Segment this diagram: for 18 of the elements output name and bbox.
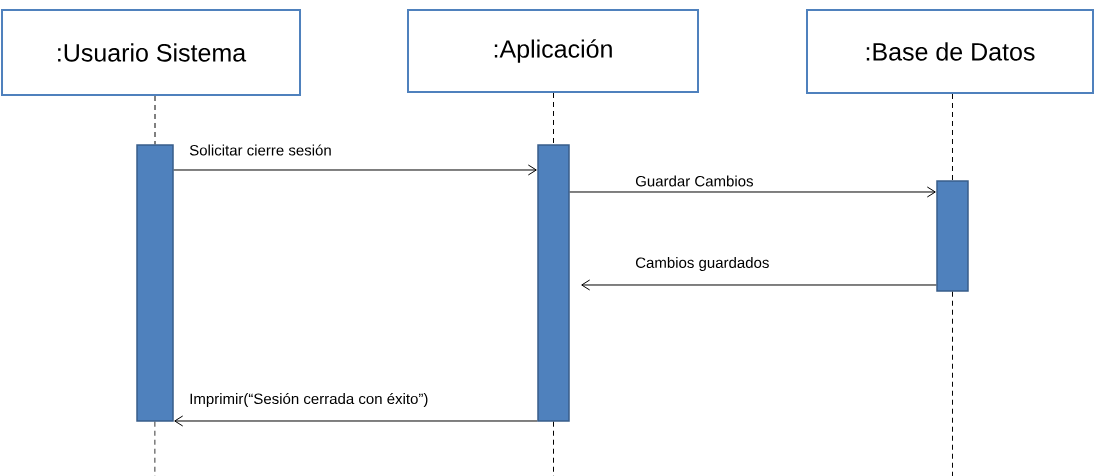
- activation-bar: [537, 144, 570, 422]
- lifeline-box: :Base de Datos: [806, 9, 1094, 94]
- lifeline: [154, 95, 156, 145]
- message-label: Guardar Cambios: [635, 175, 753, 187]
- lifeline-box: :Aplicación: [407, 9, 699, 93]
- message-arrow: [581, 279, 937, 291]
- activation-bar: [936, 180, 969, 292]
- activation-bar: [136, 144, 174, 422]
- lifeline-box: :Usuario Sistema: [1, 9, 301, 96]
- message-arrow: [173, 164, 537, 176]
- lifeline: [952, 93, 953, 181]
- message-label: Imprimir(“Sesión cerrada con éxito”): [190, 392, 428, 408]
- message-label: Solicitar cierre sesión: [189, 144, 331, 156]
- lifeline: [952, 291, 953, 476]
- lifeline: [553, 92, 554, 145]
- message-arrow: [569, 186, 936, 198]
- message-arrow: [174, 415, 538, 427]
- message-label: Cambios guardados: [635, 257, 769, 271]
